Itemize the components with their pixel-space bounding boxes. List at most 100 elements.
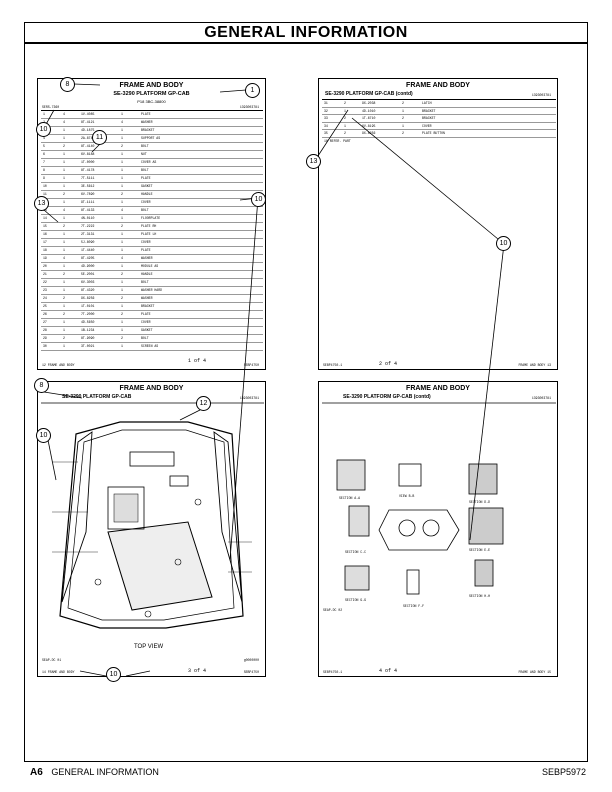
callout-10-top-left: 10 bbox=[36, 122, 51, 137]
table-cell: WASHER HARD bbox=[141, 288, 163, 292]
table-cell: 2 bbox=[121, 192, 123, 196]
footer-section: GENERAL INFORMATION bbox=[51, 767, 159, 777]
footer-right: SEBP5972 bbox=[541, 767, 586, 777]
section-h-h: SECTION H-H bbox=[469, 594, 491, 598]
table-cell: COVER bbox=[422, 123, 432, 128]
table-cell: GASKET bbox=[141, 328, 153, 332]
table-cell: MODULE AS bbox=[141, 264, 159, 268]
table-cell: 1 bbox=[121, 288, 123, 292]
thumbnail-page-4: FRAME AND BODY SE-3290 PLATFORM GP-CAB (… bbox=[318, 381, 558, 677]
p4-subtitle: SE-3290 PLATFORM GP-CAB (contd) bbox=[343, 394, 431, 400]
table-cell: 1 bbox=[121, 280, 123, 284]
table-cell: 6V-8188 bbox=[81, 152, 95, 156]
table-cell: 28 bbox=[43, 328, 47, 332]
table-cell: 2 bbox=[402, 116, 404, 120]
p4-page-label: 4 of 4 bbox=[379, 668, 398, 674]
table-cell: 3T-0021 bbox=[81, 344, 95, 348]
thumbnail-page-3: FRAME AND BODY SE-3290 PLATFORM GP-CAB 1… bbox=[37, 381, 266, 677]
table-cell: 9X-8256 bbox=[81, 296, 95, 300]
table-cell: 8 bbox=[43, 168, 45, 172]
table-cell: PLATE RH bbox=[141, 224, 157, 228]
table-cell: 4D-1875 bbox=[81, 128, 95, 132]
table-cell: 4D-5650 bbox=[81, 320, 95, 324]
table-cell: 1 bbox=[63, 168, 65, 172]
table-cell: 1T-0000 bbox=[81, 160, 95, 164]
table-cell: 23 bbox=[43, 288, 47, 292]
table-cell: 4D-9000 bbox=[81, 264, 95, 268]
table-cell: 6V-3003 bbox=[81, 280, 95, 284]
table-cell: 8T-4205 bbox=[81, 256, 95, 260]
p1-footer-left: 12 FRAME AND BODY bbox=[42, 363, 75, 367]
table-cell: 1 bbox=[121, 232, 123, 236]
table-cell: 1 bbox=[63, 264, 65, 268]
table-cell: NUT bbox=[141, 152, 147, 156]
table-cell: 31 bbox=[324, 101, 328, 105]
table-cell: 1 bbox=[63, 320, 65, 324]
table-cell: PLATE bbox=[141, 248, 151, 252]
p1-right-id: 1393003781 bbox=[239, 105, 259, 109]
table-cell: 33 bbox=[324, 116, 328, 120]
table-cell: 2 bbox=[63, 296, 65, 300]
table-cell: 8T-4178 bbox=[81, 168, 95, 172]
table-cell: 4 bbox=[63, 112, 65, 116]
table-cell: 8T-4121 bbox=[81, 120, 95, 124]
table-cell: 2 bbox=[63, 192, 65, 196]
p2-title: FRAME AND BODY bbox=[406, 82, 470, 89]
table-cell: 29 bbox=[43, 336, 47, 340]
table-cell: SCREEN AS bbox=[141, 344, 159, 348]
table-cell: 1 bbox=[121, 200, 123, 204]
table-cell: 7T-2222 bbox=[81, 224, 95, 228]
table-cell: 1T-4440 bbox=[81, 248, 95, 252]
p3-right-ref: g0000000 bbox=[243, 658, 259, 662]
table-cell: 6 bbox=[43, 152, 45, 156]
table-cell: 1 bbox=[344, 108, 346, 113]
p1-sub2: P18 3BC-38800 bbox=[137, 99, 166, 104]
p1-parts-table: 141V-40851PLATE248T-41214WASHER314D-1875… bbox=[41, 110, 263, 353]
table-cell: WASHER bbox=[141, 256, 153, 260]
table-cell: 2 bbox=[121, 336, 123, 340]
table-cell: 1 bbox=[63, 200, 65, 204]
table-cell: COVER bbox=[141, 320, 151, 324]
table-cell: PLATE bbox=[141, 312, 151, 316]
table-cell: PLATE BUTTON bbox=[422, 131, 445, 135]
table-cell: 4D-1010 bbox=[362, 108, 376, 113]
table-cell: 1 bbox=[63, 152, 65, 156]
p4-footer-left: SEBP4750-1 bbox=[323, 670, 343, 674]
table-cell: 1 bbox=[121, 176, 123, 180]
table-cell: 1 bbox=[121, 216, 123, 220]
table-cell: HANDLE bbox=[141, 272, 153, 276]
table-cell: 9 bbox=[43, 176, 45, 180]
callout-11: 11 bbox=[92, 130, 107, 145]
table-cell: 1 bbox=[121, 248, 123, 252]
p1-footer-right: SEBP4750 bbox=[243, 363, 259, 367]
thumbnail-page-1: FRAME AND BODY SE-3290 PLATFORM GP-CAB P… bbox=[37, 78, 266, 370]
table-cell: 16 bbox=[43, 232, 47, 236]
table-cell: 35 bbox=[324, 131, 328, 135]
table-cell: 19 bbox=[43, 256, 47, 260]
table-cell: 2 bbox=[344, 116, 346, 120]
table-cell: 1 bbox=[121, 112, 123, 116]
table-cell: 2 bbox=[344, 131, 346, 135]
table-cell: GASKET bbox=[141, 184, 153, 188]
table-cell: 4 bbox=[121, 208, 123, 212]
footer-code: A6 bbox=[30, 767, 43, 778]
table-cell: 24 bbox=[43, 296, 47, 300]
footer-left: A6 GENERAL INFORMATION bbox=[30, 767, 159, 778]
p2-right-id: 1393003781 bbox=[531, 93, 551, 97]
table-cell: 1 bbox=[63, 184, 65, 188]
table-cell: 2 bbox=[402, 101, 404, 105]
table-cell: 1 bbox=[63, 232, 65, 236]
table-cell: 26 bbox=[43, 312, 47, 316]
table-cell: 1 bbox=[63, 288, 65, 292]
